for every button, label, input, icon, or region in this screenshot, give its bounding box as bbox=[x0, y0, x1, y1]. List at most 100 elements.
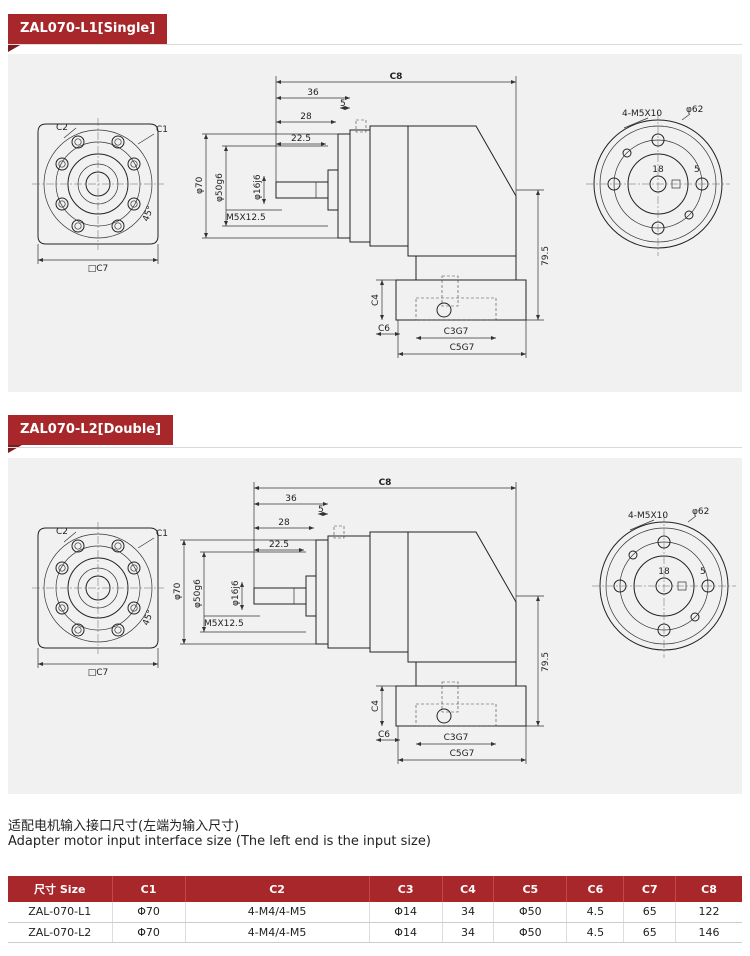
bolt-hole bbox=[71, 219, 85, 233]
table-cell: ZAL-070-L2 bbox=[8, 922, 113, 943]
arrow-head bbox=[536, 190, 540, 195]
motor-adapter bbox=[395, 685, 527, 727]
leader-line bbox=[63, 127, 77, 139]
bolt-hole bbox=[127, 561, 141, 575]
arrow-head bbox=[224, 221, 228, 226]
arrow-head bbox=[345, 96, 350, 100]
header-c3: C3 bbox=[369, 876, 443, 902]
dimension-label-c5: C5G7 bbox=[450, 343, 475, 353]
bolt-hole-inner bbox=[130, 564, 138, 572]
leader-line bbox=[63, 531, 77, 543]
arrow-head bbox=[254, 526, 259, 530]
dimension-label-c3: C3G7 bbox=[444, 733, 469, 743]
dimension-label-d5b: 5 bbox=[700, 567, 706, 577]
arrow-head bbox=[340, 106, 345, 110]
dimension-label-phi70: φ70 bbox=[195, 176, 205, 194]
arrow-head bbox=[276, 80, 281, 84]
header-size: 尺寸 Size bbox=[8, 876, 113, 902]
bolt-hole bbox=[127, 601, 141, 615]
header-c5: C5 bbox=[493, 876, 568, 902]
table-cell: 4-M4/4-M5 bbox=[185, 902, 370, 923]
arrow-head bbox=[38, 662, 43, 666]
arrow-head bbox=[511, 80, 516, 84]
bolt-hole-inner bbox=[58, 160, 66, 168]
dimension-label-c5: C5G7 bbox=[450, 749, 475, 759]
output-spigot bbox=[327, 169, 339, 211]
dimension-label-m5: M5X12.5 bbox=[204, 619, 244, 629]
arrow-head bbox=[204, 134, 208, 139]
header-c2: C2 bbox=[185, 876, 370, 902]
dimension-label-d28: 28 bbox=[300, 112, 312, 122]
arrow-head bbox=[318, 512, 323, 516]
dimension-label-angle: 45° bbox=[141, 609, 156, 627]
table-cell: 34 bbox=[442, 902, 495, 923]
bolt-hole bbox=[55, 157, 69, 171]
bolt-hole-inner bbox=[130, 200, 138, 208]
arrow-head bbox=[521, 758, 526, 762]
arrow-head bbox=[536, 315, 540, 320]
gear-housing-mid bbox=[369, 531, 409, 653]
table-header-row: 尺寸 Size C1 C2 C3 C4 C5 C6 C7 C8 bbox=[8, 876, 742, 902]
bolt-hole-inner bbox=[58, 604, 66, 612]
header-c6: C6 bbox=[566, 876, 625, 902]
table-cell: Φ50 bbox=[493, 922, 568, 943]
dimension-label-c6: C6 bbox=[378, 324, 390, 334]
arrow-head bbox=[202, 552, 206, 557]
section-divider bbox=[8, 447, 742, 448]
bolt-hole-inner bbox=[114, 626, 122, 634]
arrow-head bbox=[262, 199, 266, 204]
header-c4: C4 bbox=[442, 876, 495, 902]
section-divider bbox=[8, 44, 742, 45]
arrow-head bbox=[323, 502, 328, 506]
adapter-bore bbox=[415, 703, 497, 727]
dimension-label-c8: C8 bbox=[390, 72, 403, 82]
table-cell: 65 bbox=[623, 922, 677, 943]
dimension-label-phi62: φ62 bbox=[692, 507, 709, 517]
gear-housing-front bbox=[349, 129, 371, 243]
arrow-head bbox=[398, 352, 403, 356]
bolt-hole-inner bbox=[74, 542, 82, 550]
table-cell: Φ70 bbox=[112, 902, 186, 923]
arrow-head bbox=[276, 96, 281, 100]
tapped-hole bbox=[333, 525, 345, 539]
dimension-label-angle: 45° bbox=[141, 205, 156, 223]
bolt-hole bbox=[111, 623, 125, 637]
arrow-head bbox=[153, 662, 158, 666]
table-cell: Φ70 bbox=[112, 922, 186, 943]
bolt-hole bbox=[55, 561, 69, 575]
arrow-head bbox=[416, 336, 421, 340]
dimension-label-c7: □C7 bbox=[88, 264, 109, 274]
dimension-label-phi62: φ62 bbox=[686, 105, 703, 115]
adapter-housing bbox=[415, 255, 517, 281]
bolt-hole-inner bbox=[114, 542, 122, 550]
adapter-housing bbox=[415, 661, 517, 687]
dimension-label-phi16: φ16j6 bbox=[231, 580, 241, 606]
arrow-head bbox=[224, 146, 228, 151]
table-cell: Φ14 bbox=[369, 902, 443, 923]
leader-line bbox=[687, 515, 697, 523]
dimension-label-c4: C4 bbox=[371, 700, 381, 712]
flange-square-outline bbox=[37, 527, 159, 649]
arrow-head bbox=[376, 738, 381, 742]
arrow-head bbox=[416, 742, 421, 746]
arrow-head bbox=[321, 142, 326, 146]
dimension-label-d22: 22.5 bbox=[269, 540, 289, 550]
dimension-label-phi50: φ50g6 bbox=[193, 579, 203, 608]
caption-english: Adapter motor input interface size (The … bbox=[8, 834, 431, 849]
bolt-hole-inner bbox=[114, 138, 122, 146]
output-tapped-hole bbox=[684, 210, 694, 220]
right-angle-head bbox=[407, 125, 517, 257]
right-angle-head bbox=[407, 531, 517, 663]
caption-chinese: 适配电机输入接口尺寸(左端为输入尺寸) bbox=[8, 819, 240, 834]
arrow-head bbox=[491, 336, 496, 340]
output-flange bbox=[315, 539, 329, 645]
header-c8: C8 bbox=[675, 876, 742, 902]
leader-line bbox=[681, 113, 691, 121]
bolt-hole-inner bbox=[130, 604, 138, 612]
dimension-label-c3: C3G7 bbox=[444, 327, 469, 337]
output-tapped-hole bbox=[622, 148, 632, 158]
dimension-label-m5: M5X12.5 bbox=[226, 213, 266, 223]
